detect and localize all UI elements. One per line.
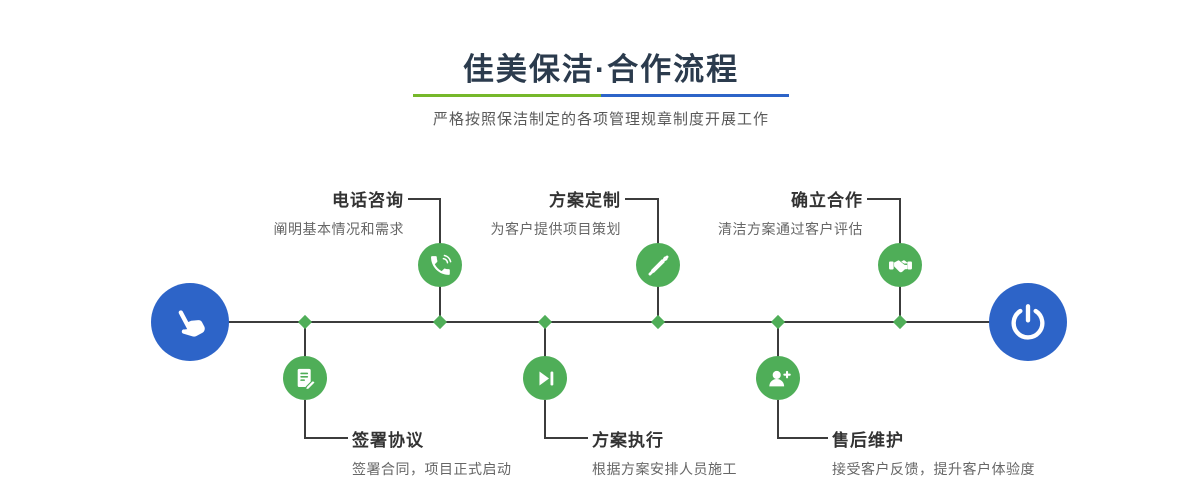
step-desc: 清洁方案通过客户评估	[718, 221, 863, 237]
page-title: 佳美保洁·合作流程	[462, 52, 740, 87]
step-node-contract	[283, 356, 327, 400]
step-node-design	[636, 243, 680, 287]
divider-green-segment	[413, 94, 601, 97]
step-desc: 根据方案安排人员施工	[592, 461, 737, 477]
step-node-handshake	[878, 243, 922, 287]
stem-connector	[544, 322, 546, 378]
elbow-connector	[304, 400, 348, 439]
timeline	[190, 321, 1030, 323]
step-establish-cooperation: 确立合作 清洁方案通过客户评估	[650, 186, 863, 239]
stem-connector	[657, 265, 659, 322]
timeline-diamond	[770, 314, 786, 330]
step-aftersales-maintain: 售后维护 接受客户反馈，提升客户体验度	[832, 426, 1035, 479]
timeline-end-node	[989, 283, 1067, 361]
stem-connector	[777, 322, 779, 378]
step-title: 方案定制	[549, 191, 621, 210]
title-divider	[413, 94, 789, 97]
step-node-execute	[523, 356, 567, 400]
phone-icon	[428, 253, 453, 278]
elbow-connector	[408, 198, 441, 245]
step-desc: 接受客户反馈，提升客户体验度	[832, 461, 1035, 477]
elbow-connector	[625, 198, 659, 245]
step-desc: 为客户提供项目策划	[490, 221, 621, 237]
customer-support-icon	[766, 366, 791, 391]
handshake-icon	[888, 253, 913, 278]
elbow-connector	[777, 400, 828, 439]
pointing-hand-icon	[170, 302, 210, 342]
stem-connector	[899, 265, 901, 322]
step-phone-consult: 电话咨询 阐明基本情况和需求	[210, 186, 404, 239]
contract-sign-icon	[293, 366, 318, 391]
timeline-diamond	[892, 314, 908, 330]
step-sign-agreement: 签署协议 签署合同，项目正式启动	[352, 426, 512, 479]
timeline-diamond	[432, 314, 448, 330]
stem-connector	[304, 322, 306, 378]
elbow-connector	[544, 400, 588, 439]
step-desc: 阐明基本情况和需求	[273, 221, 404, 237]
step-node-phone	[418, 243, 462, 287]
step-desc: 签署合同，项目正式启动	[352, 461, 512, 477]
step-node-support	[756, 356, 800, 400]
step-title: 电话咨询	[332, 191, 404, 210]
timeline-diamond	[650, 314, 666, 330]
power-icon	[1008, 302, 1048, 342]
step-title: 售后维护	[832, 431, 904, 450]
design-pen-icon	[646, 253, 671, 278]
elbow-connector	[867, 198, 901, 245]
step-title: 方案执行	[592, 431, 664, 450]
step-plan-custom: 方案定制 为客户提供项目策划	[430, 186, 621, 239]
page-subtitle: 严格按照保洁制定的各项管理规章制度开展工作	[432, 111, 769, 128]
step-title: 确立合作	[791, 191, 863, 210]
timeline-start-node	[151, 283, 229, 361]
timeline-diamond	[297, 314, 313, 330]
step-plan-execute: 方案执行 根据方案安排人员施工	[592, 426, 737, 479]
step-title: 签署协议	[352, 431, 424, 450]
play-next-icon	[533, 366, 558, 391]
divider-blue-segment	[601, 94, 789, 97]
timeline-diamond	[537, 314, 553, 330]
stem-connector	[439, 265, 441, 322]
